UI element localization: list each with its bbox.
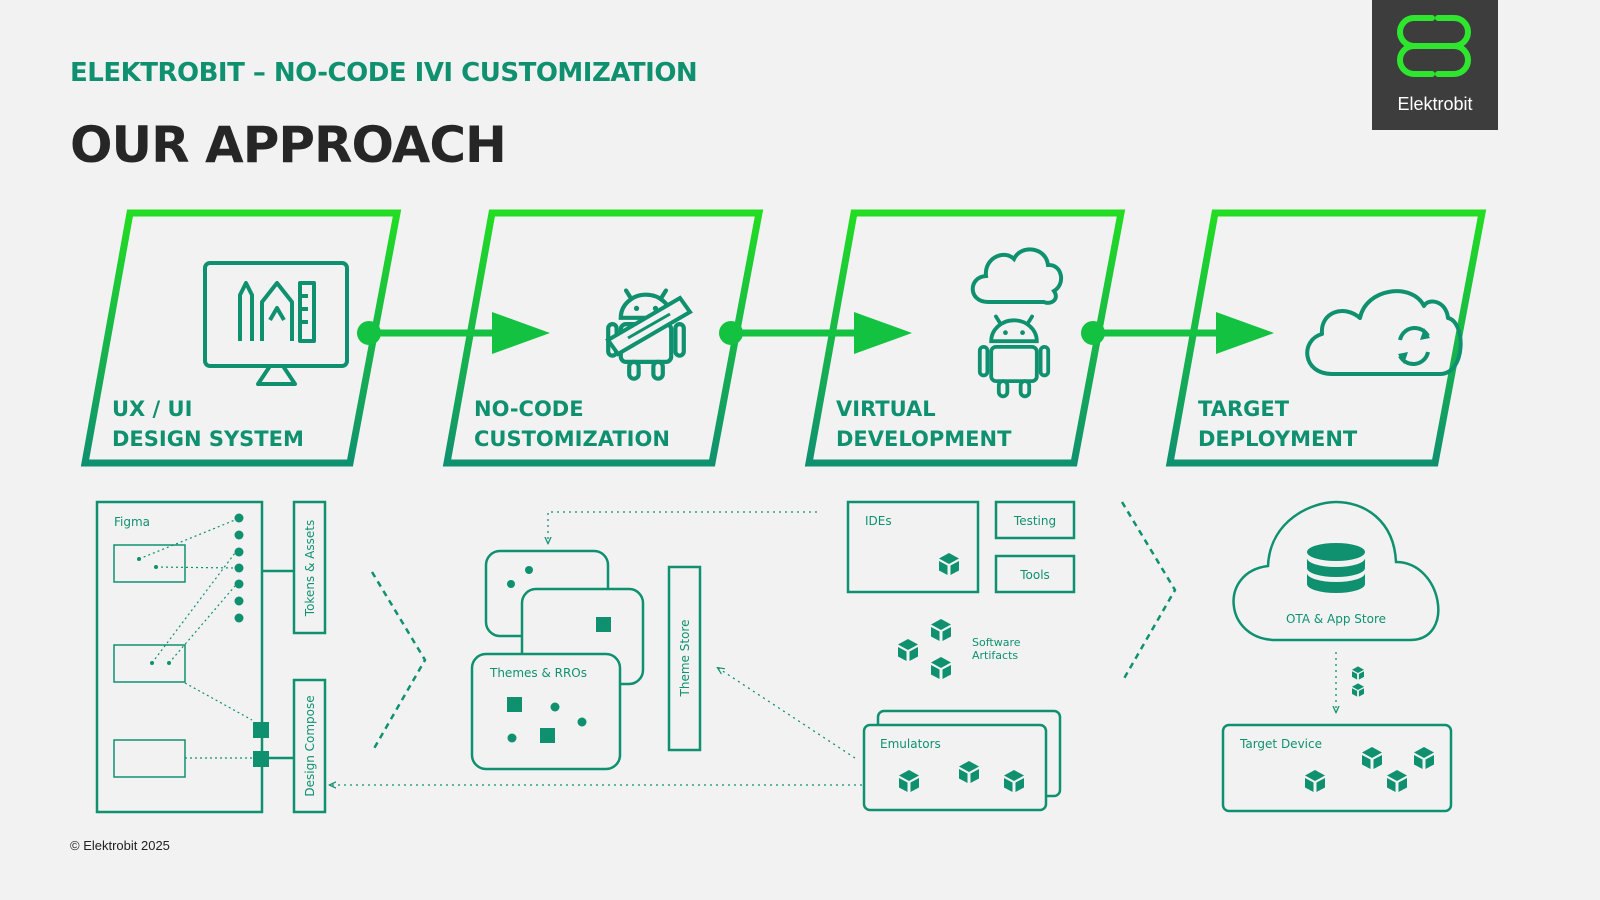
stage-ux-ui: UX / UI DESIGN SYSTEM (80, 209, 402, 467)
tools-box: Tools (994, 554, 1076, 594)
stage-target: TARGET DEPLOYMENT (1165, 209, 1487, 467)
ides-box: IDEs (846, 500, 980, 594)
stage-label-line1: UX / UI (112, 397, 192, 421)
footer-copyright: © Elektrobit 2025 (70, 838, 170, 853)
eb-logo-icon (1397, 15, 1471, 77)
software-artifacts: Software Artifacts (898, 619, 1021, 679)
stage-label-line1: VIRTUAL (836, 397, 936, 421)
tokens-label: Tokens & Assets (303, 520, 317, 617)
ota-cloud: OTA & App Store (1232, 500, 1440, 642)
stage-label-line1: NO-CODE (474, 397, 584, 421)
themes-panel: Themes & RROs (470, 549, 645, 771)
database-icon (1307, 543, 1365, 593)
logo-text: Elektrobit (1397, 94, 1473, 114)
kicker-title: ELEKTROBIT – NO-CODE IVI CUSTOMIZATION (70, 58, 698, 88)
stage-frame (442, 209, 764, 467)
themes-label: Themes & RROs (489, 666, 587, 680)
figma-label: Figma (114, 515, 150, 529)
stage-connector (1081, 312, 1274, 354)
stage-label-line2: DEPLOYMENT (1198, 427, 1358, 451)
tokens-assets-bar: Tokens & Assets (292, 500, 327, 635)
ota-label: OTA & App Store (1286, 612, 1386, 626)
cloud-sync-icon (1305, 289, 1463, 376)
design-compose-label: Design Compose (303, 695, 317, 796)
monitor-design-icon (203, 261, 349, 386)
cloud-android-icon (970, 247, 1064, 399)
theme-store-bar: Theme Store (667, 565, 702, 752)
elektrobit-logo: Elektrobit (1372, 0, 1498, 130)
tools-label: Tools (1019, 568, 1050, 582)
stage-frame (1165, 209, 1487, 467)
page-title: OUR APPROACH (70, 116, 507, 174)
ides-label: IDEs (865, 514, 892, 528)
theme-store-label: Theme Store (678, 620, 692, 698)
flow-lines (330, 511, 1336, 785)
ota-cubes (1352, 666, 1364, 697)
stage-label-line2: CUSTOMIZATION (474, 427, 670, 451)
stage-connector (719, 312, 912, 354)
stage-label-line1: TARGET (1198, 397, 1290, 421)
stage-frame (804, 209, 1126, 467)
testing-box: Testing (994, 500, 1076, 540)
artifacts-label-1: Software (972, 636, 1021, 649)
emulators-panel: Emulators (862, 709, 1062, 812)
stage-no-code: NO-CODE CUSTOMIZATION (442, 209, 764, 467)
testing-label: Testing (1013, 514, 1056, 528)
figma-panel: Figma (95, 500, 294, 814)
stage-frame (80, 209, 402, 467)
chevron-divider (1120, 501, 1177, 683)
emulators-label: Emulators (880, 737, 941, 751)
stage-virtual: VIRTUAL DEVELOPMENT (804, 209, 1126, 467)
stage-connector (357, 312, 550, 354)
android-brush-icon (605, 291, 693, 379)
target-device-panel: Target Device (1221, 723, 1453, 813)
chevron-divider (370, 571, 427, 753)
stage-label-line2: DEVELOPMENT (836, 427, 1012, 451)
target-device-label: Target Device (1239, 737, 1322, 751)
design-compose-bar: Design Compose (292, 678, 327, 814)
stage-label-line2: DESIGN SYSTEM (112, 427, 304, 451)
artifacts-label-2: Artifacts (972, 649, 1018, 662)
